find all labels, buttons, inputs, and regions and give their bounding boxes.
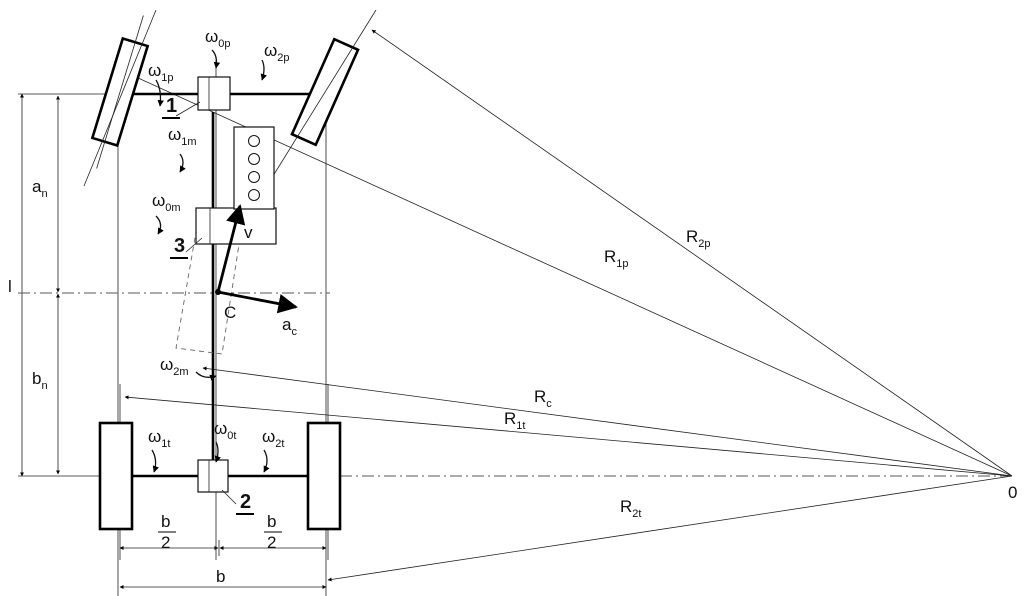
centre-label: C xyxy=(224,303,236,322)
half-track-right-numerator: b xyxy=(267,512,276,531)
half-track-right-denominator: 2 xyxy=(267,533,276,552)
omega-2p-label: ω2p xyxy=(264,41,290,64)
rear-left-wheel xyxy=(98,421,134,531)
velocity-vector xyxy=(216,204,246,293)
engine-block xyxy=(233,126,275,210)
omega-2t-label: ω2t xyxy=(262,427,284,450)
component-1-label: 1 xyxy=(166,95,177,117)
labels: ω1p ω0p ω2p ω1m ω0m ω2m ω1t ω0t ω2t 1 3 … xyxy=(8,27,1017,586)
r-1p-label: R1p xyxy=(604,247,629,270)
turn-centre-label: 0 xyxy=(1008,483,1017,502)
omega-2m-label: ω2m xyxy=(160,355,189,378)
acceleration-vector xyxy=(217,290,298,314)
component-3-label: 3 xyxy=(174,235,185,257)
r-c-label: Rc xyxy=(534,387,552,410)
r-1t-label: R1t xyxy=(504,409,525,432)
rear-differential xyxy=(197,459,229,493)
b-n-dimension-label: bn xyxy=(32,369,48,392)
velocity-label: v xyxy=(244,223,253,242)
centre-of-mass-point xyxy=(215,289,221,295)
a-n-dimension-label: an xyxy=(32,177,48,200)
half-track-left-numerator: b xyxy=(161,512,170,531)
omega-0m-label: ω0m xyxy=(152,191,181,214)
rotation-arrows xyxy=(151,49,270,505)
component-2-label: 2 xyxy=(240,491,251,513)
omega-0p-label: ω0p xyxy=(205,27,231,50)
half-track-left-denominator: 2 xyxy=(161,533,170,552)
wheelbase-label: l xyxy=(8,277,12,296)
omega-1m-label: ω1m xyxy=(168,125,197,148)
omega-1p-label: ω1p xyxy=(148,61,174,84)
dimension-lines xyxy=(18,93,330,596)
omega-1t-label: ω1t xyxy=(148,427,170,450)
radius-lines xyxy=(119,29,1013,582)
centre-lines xyxy=(18,60,1010,560)
rear-right-wheel xyxy=(306,421,342,531)
r-2p-label: R2p xyxy=(686,227,711,250)
omega-0t-label: ω0t xyxy=(214,419,236,442)
front-differential xyxy=(197,76,231,111)
r-2t-label: R2t xyxy=(620,497,641,520)
acceleration-label: ac xyxy=(282,315,297,338)
track-width-label: b xyxy=(216,567,225,586)
